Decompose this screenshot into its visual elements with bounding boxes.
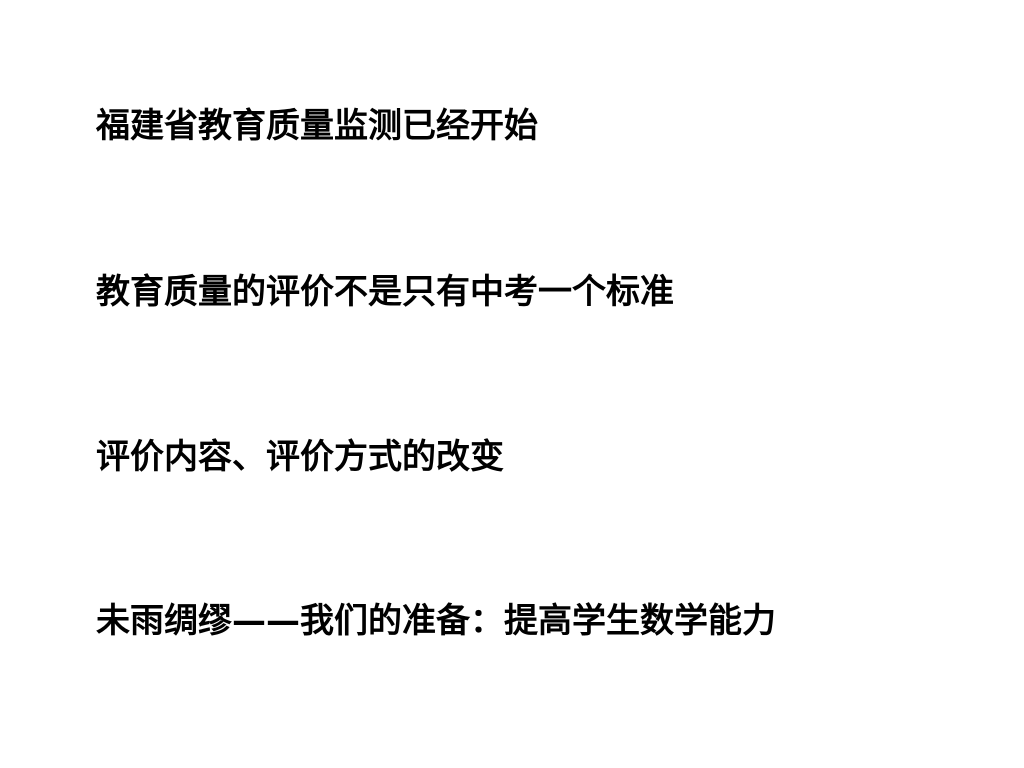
- slide-line-evaluation-standard: 教育质量的评价不是只有中考一个标准: [96, 272, 674, 312]
- slide-line-evaluation-change: 评价内容、评价方式的改变: [96, 437, 504, 477]
- slide-line-preparation: 未雨绸缪——我们的准备：提高学生数学能力: [96, 601, 776, 641]
- slide-line-monitoring-started: 福建省教育质量监测已经开始: [96, 106, 538, 146]
